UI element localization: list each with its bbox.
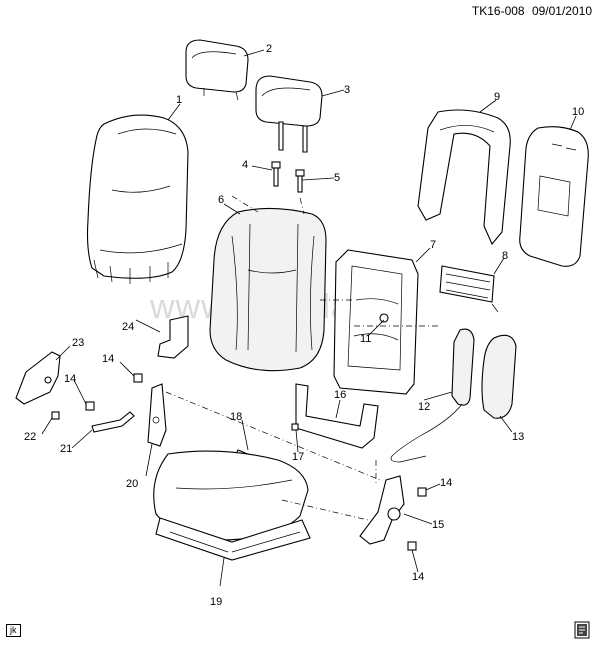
footer-tag: jk	[6, 624, 21, 637]
part-12-airbag-module	[390, 328, 475, 463]
callout-1: 1	[176, 94, 182, 106]
part-15-recliner	[359, 475, 405, 545]
book-icon	[574, 621, 590, 639]
part-19-seat-cushion	[153, 450, 311, 561]
part-13-side-panel	[481, 334, 517, 419]
callout-8: 8	[502, 250, 508, 262]
part-17-clip	[291, 423, 299, 431]
callout-14-c: 14	[440, 477, 452, 489]
part-2-headrest	[185, 39, 249, 101]
callout-9: 9	[494, 91, 500, 103]
callout-22: 22	[24, 431, 36, 443]
part-23-recliner-handle	[15, 351, 61, 405]
callout-20: 20	[126, 478, 138, 490]
part-14-bolt-d	[407, 541, 417, 551]
callout-14-b: 14	[64, 373, 76, 385]
callout-2: 2	[266, 43, 272, 55]
part-4-headrest-guide	[271, 161, 281, 187]
part-20-side-bracket	[147, 383, 167, 447]
callout-18: 18	[230, 411, 242, 423]
part-14-bolt-a	[133, 373, 143, 383]
callout-10: 10	[572, 106, 584, 118]
part-5-headrest-guide	[295, 169, 305, 193]
part-10-back-panel	[519, 126, 589, 267]
part-6-seatback-pad	[209, 207, 327, 372]
part-14-bolt-b	[85, 401, 95, 411]
part-14-bolt-c	[417, 487, 427, 497]
callout-7: 7	[430, 239, 436, 251]
diagram-code: TK16-008	[471, 4, 525, 18]
part-9-back-trim	[417, 109, 511, 246]
callout-3: 3	[344, 84, 350, 96]
diagram-date: 09/01/2010	[531, 4, 592, 18]
part-7-seatback-frame	[333, 249, 419, 395]
part-21-rod	[91, 411, 135, 433]
callout-4: 4	[242, 159, 248, 171]
callout-14-a: 14	[102, 353, 114, 365]
callout-17: 17	[292, 451, 304, 463]
callout-14-d: 14	[412, 571, 424, 583]
callout-19: 19	[210, 596, 222, 608]
callout-16: 16	[334, 389, 346, 401]
leader-lines	[41, 49, 577, 587]
callout-11: 11	[360, 333, 371, 345]
diagram-header: TK16-008 09/01/2010	[468, 4, 592, 18]
part-1-seatback-cover	[86, 114, 189, 284]
callout-24: 24	[122, 321, 134, 333]
part-24-bracket	[157, 315, 189, 359]
part-8-lumbar-mat	[439, 265, 499, 313]
part-3-headrest	[255, 75, 323, 153]
callout-5: 5	[334, 172, 340, 184]
part-16-lower-frame	[295, 383, 379, 449]
callout-15: 15	[432, 519, 444, 531]
callout-6: 6	[218, 194, 224, 206]
callout-13: 13	[512, 431, 524, 443]
callout-21: 21	[60, 443, 72, 455]
callout-23: 23	[72, 337, 84, 349]
part-22-nut	[51, 411, 60, 420]
callout-12: 12	[418, 401, 430, 413]
